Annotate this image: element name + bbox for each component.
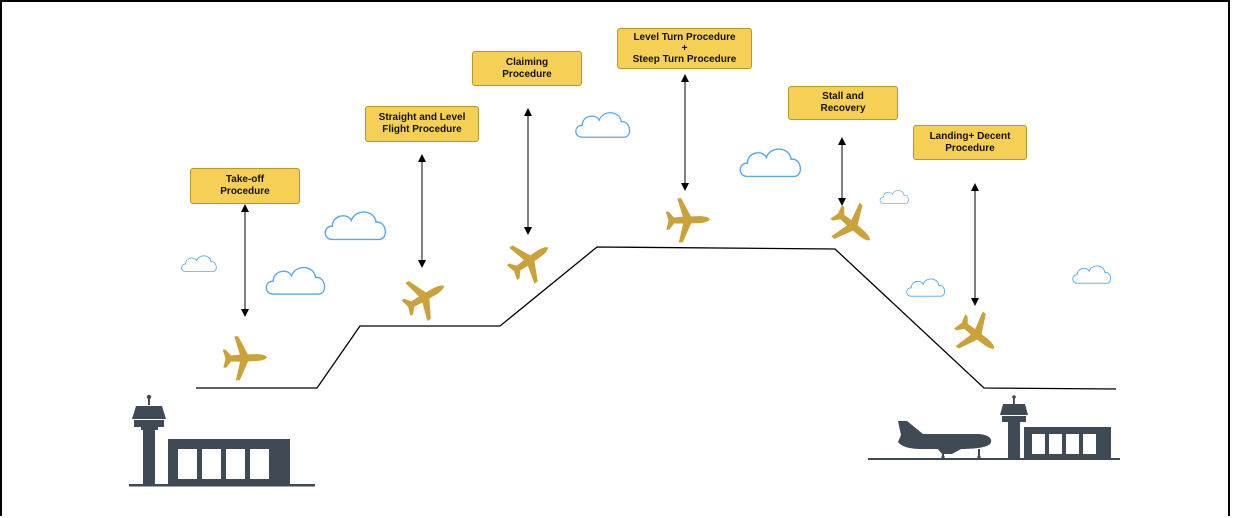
label-landing-descent-procedure: Landing+ Decent Procedure [913, 125, 1027, 160]
cloud-icon [739, 148, 802, 178]
cloud-icon [1072, 265, 1112, 284]
airplane-icon [822, 195, 884, 257]
label-straight-and-level-procedure: Straight and Level Flight Procedure [365, 106, 479, 142]
label-takeoff-procedure: Take-off Procedure [190, 168, 300, 204]
airplane-icon [665, 197, 711, 243]
cloud-icon [265, 266, 326, 295]
flight-path-line [196, 246, 1117, 390]
cloud-icon [181, 255, 217, 273]
airplane-icon [946, 304, 1008, 366]
cloud-icon [879, 190, 909, 204]
airplane-icon [222, 335, 268, 381]
label-climbing-procedure: Claiming Procedure [472, 51, 582, 86]
airplane-icon [394, 266, 456, 328]
arrival-airport-icon [868, 395, 1120, 460]
airplane-icon [499, 229, 561, 291]
label-stall-and-recovery: Stall and Recovery [788, 86, 898, 120]
label-level-and-steep-turn-procedure: Level Turn Procedure + Steep Turn Proced… [617, 28, 752, 69]
cloud-icon [575, 112, 631, 138]
cloud-icon [324, 211, 387, 241]
cloud-icon [906, 278, 946, 297]
departure-airport-icon [129, 394, 315, 487]
